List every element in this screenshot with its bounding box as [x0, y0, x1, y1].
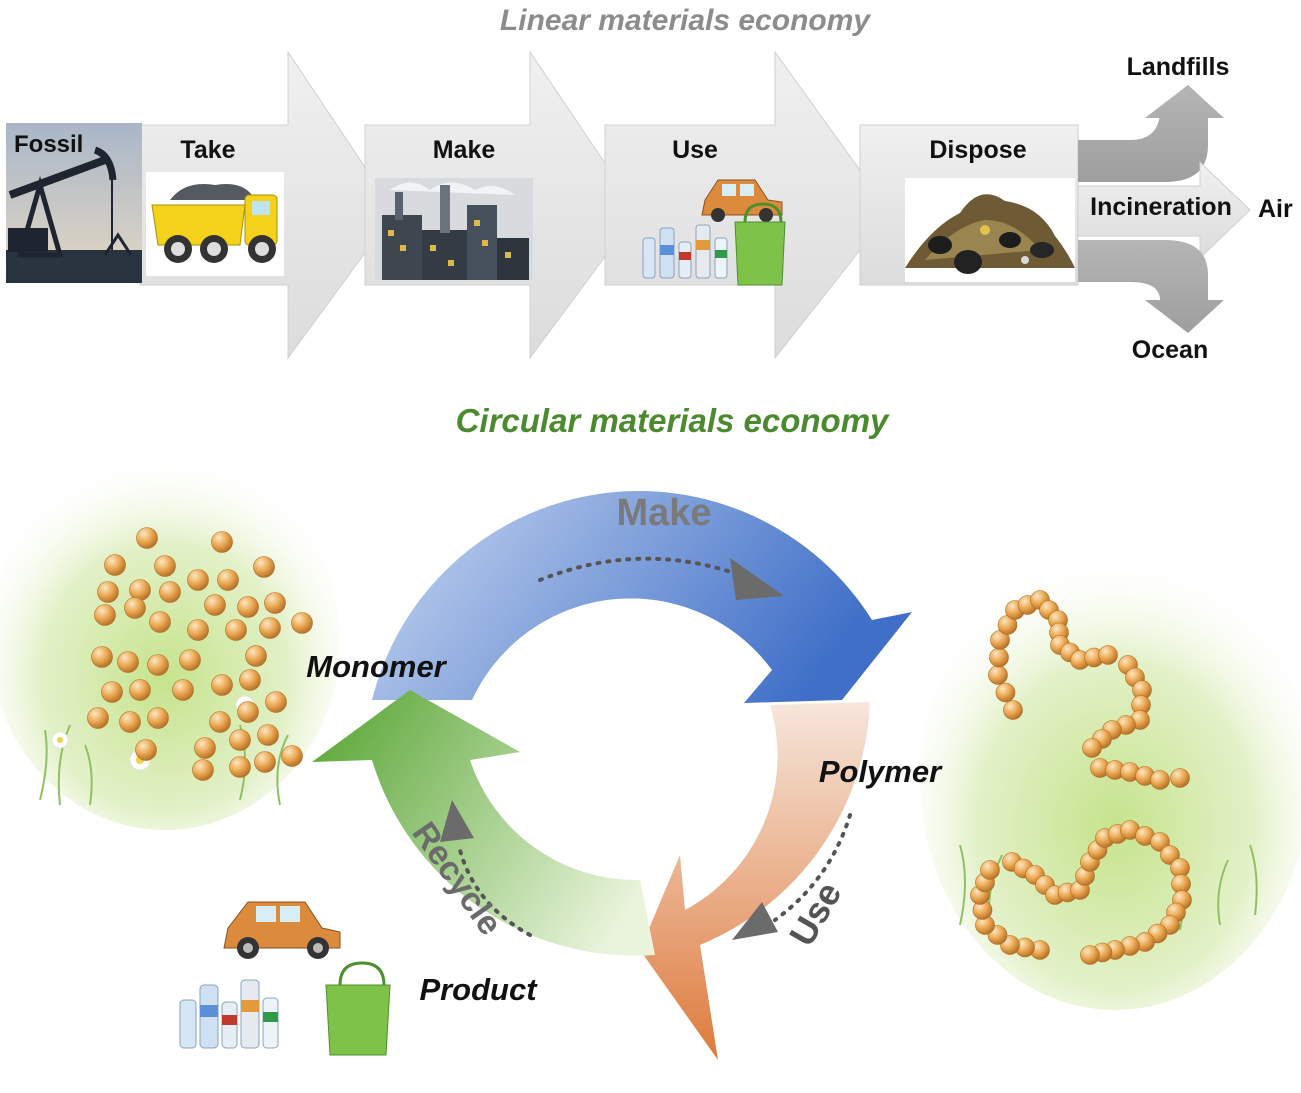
bottles-icon [642, 224, 728, 279]
monomer-bead [253, 556, 275, 578]
monomer-bead [264, 592, 286, 614]
monomer-bead [149, 611, 171, 633]
monomer-bead [87, 707, 109, 729]
make-arc-label: Make [616, 492, 711, 534]
stage-make-label: Make [433, 136, 496, 164]
monomer-bead [204, 594, 226, 616]
monomer-bead [187, 569, 209, 591]
use-arc [640, 702, 870, 1060]
monomer-bead [229, 756, 251, 778]
product-car-icon [220, 895, 341, 959]
monomer-bead [237, 596, 259, 618]
monomer-bead [211, 531, 233, 553]
recycle-arc [312, 690, 655, 956]
monomer-bead [147, 707, 169, 729]
linear-title: Linear materials economy [500, 4, 871, 37]
monomer-bead [97, 581, 119, 603]
polymer-meadow-background [920, 550, 1301, 1010]
monomer-bead [225, 619, 247, 641]
monomer-bead [245, 645, 267, 667]
stage-dispose-label: Dispose [929, 136, 1026, 164]
monomer-bead [259, 617, 281, 639]
output-ocean-label: Ocean [1132, 336, 1208, 364]
monomer-bead [281, 745, 303, 767]
monomer-bead [129, 679, 151, 701]
monomer-bead [104, 554, 126, 576]
monomer-bead [257, 724, 279, 746]
monomer-bead [254, 751, 276, 773]
oil-pump-icon [6, 123, 142, 283]
monomer-bead [194, 737, 216, 759]
monomer-bead [192, 759, 214, 781]
polymer-bead [1150, 770, 1170, 790]
polymer-label: Polymer [819, 754, 943, 789]
polymer-bead [1003, 700, 1023, 720]
polymer-bead [995, 682, 1016, 703]
polymer-bead [1082, 738, 1102, 758]
monomer-bead [119, 711, 141, 733]
monomer-bead [147, 654, 169, 676]
dotted-arrowheads [440, 558, 784, 940]
cycle-ring [312, 491, 912, 1060]
monomer-bead [187, 619, 209, 641]
polymer-chains [970, 590, 1192, 965]
monomer-bead [136, 527, 158, 549]
monomer-bead [211, 674, 233, 696]
output-arrows [1077, 85, 1251, 333]
make-arc [372, 491, 912, 703]
monomer-bead [117, 651, 139, 673]
monomer-bead [179, 649, 201, 671]
output-landfills-label: Landfills [1127, 53, 1230, 81]
polymer-bead [980, 860, 1000, 880]
monomer-bead [229, 729, 251, 751]
polymer-bead [1098, 645, 1118, 665]
shopping-bag-icon [734, 202, 786, 286]
use-arc-label: Use [781, 875, 850, 953]
output-incineration-label: Incineration [1090, 193, 1232, 221]
monomer-bead [237, 701, 259, 723]
monomer-bead [159, 581, 181, 603]
monomer-label: Monomer [306, 649, 447, 684]
factory-icon [375, 178, 533, 280]
monomer-bead [135, 739, 157, 761]
monomer-bead [291, 612, 313, 634]
monomer-bead [129, 579, 151, 601]
monomer-bead [209, 711, 231, 733]
output-air-label: Air [1258, 195, 1293, 223]
product-shopping-bag-icon [325, 961, 391, 1056]
dump-truck-icon [146, 172, 284, 276]
stage-take-label: Take [180, 136, 235, 164]
monomer-bead [239, 669, 261, 691]
monomer-bead [101, 681, 123, 703]
garbage-pile-icon [905, 178, 1075, 282]
product-label: Product [419, 972, 538, 1007]
monomer-bead [265, 691, 287, 713]
product-bottles-icon [179, 979, 279, 1049]
circular-title: Circular materials economy [456, 402, 890, 439]
monomer-bead [91, 646, 113, 668]
stage-use-label: Use [672, 136, 718, 164]
monomer-bead [124, 597, 146, 619]
polymer-bead [989, 647, 1009, 668]
source-label: Fossil [14, 131, 83, 158]
dotted-arrows [458, 556, 852, 937]
monomer-bead [94, 604, 116, 626]
monomer-bead [217, 569, 239, 591]
polymer-bead [1170, 768, 1190, 788]
polymer-bead [1080, 945, 1100, 965]
car-icon [701, 179, 783, 222]
monomer-beads [87, 527, 313, 781]
polymer-bead [988, 665, 1008, 685]
monomer-bead [154, 555, 176, 577]
monomer-bead [172, 679, 194, 701]
monomer-meadow-background [0, 450, 340, 830]
